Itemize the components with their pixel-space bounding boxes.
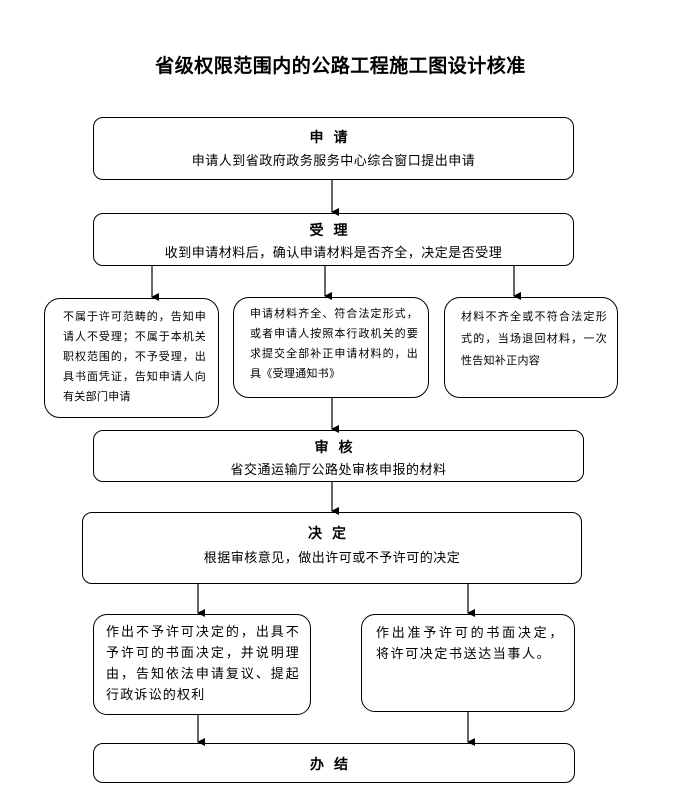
apply-box: 申请 申请人到省政府政务服务中心综合窗口提出申请 — [93, 117, 574, 180]
page-title: 省级权限范围内的公路工程施工图设计核准 — [155, 55, 526, 77]
approve-box: 作出准予许可的书面决定，将许可决定书送达当事人。 — [361, 614, 575, 712]
apply-heading: 申请 — [309, 130, 358, 146]
review-description: 省交通运输厅公路处审核申报的材料 — [230, 463, 447, 478]
accept-heading: 受理 — [309, 223, 358, 239]
review-heading: 审核 — [314, 440, 363, 456]
not-in-scope-box: 不属于许可范畴的，告知申请人不受理；不属于本机关职权范围的，不予受理，出具书面凭… — [44, 298, 219, 418]
complete-box: 申请材料齐全、符合法定形式，或者申请人按照本行政机关的要求提交全部补正申请材料的… — [233, 297, 429, 398]
complete-text: 申请材料齐全、符合法定形式，或者申请人按照本行政机关的要求提交全部补正申请材料的… — [250, 307, 418, 380]
finish-box: 办结 — [93, 743, 575, 783]
apply-description: 申请人到省政府政务服务中心综合窗口提出申请 — [191, 154, 476, 169]
deny-text: 作出不予许可决定的，出具不予许可的书面决定，并说明理由，告知依法申请复议、提起行… — [106, 625, 300, 703]
accept-description: 收到申请材料后，确认申请材料是否齐全，决定是否受理 — [164, 246, 503, 261]
not-in-scope-text: 不属于许可范畴的，告知申请人不受理；不属于本机关职权范围的，不予受理，出具书面凭… — [63, 310, 206, 403]
decide-description: 根据审核意见，做出许可或不予许可的决定 — [203, 551, 461, 566]
accept-box: 受理 收到申请材料后，确认申请材料是否齐全，决定是否受理 — [93, 213, 574, 266]
approve-text: 作出准予许可的书面决定，将许可决定书送达当事人。 — [376, 626, 564, 662]
incomplete-text: 材料不齐全或不符合法定形式的，当场退回材料，一次性告知补正内容 — [461, 310, 607, 367]
decide-box: 决定 根据审核意见，做出许可或不予许可的决定 — [82, 512, 582, 584]
review-box: 审核 省交通运输厅公路处审核申报的材料 — [93, 430, 584, 482]
finish-heading: 办结 — [310, 757, 358, 773]
decide-heading: 决定 — [308, 526, 356, 542]
deny-box: 作出不予许可决定的，出具不予许可的书面决定，并说明理由，告知依法申请复议、提起行… — [93, 614, 311, 715]
incomplete-box: 材料不齐全或不符合法定形式的，当场退回材料，一次性告知补正内容 — [444, 297, 618, 398]
